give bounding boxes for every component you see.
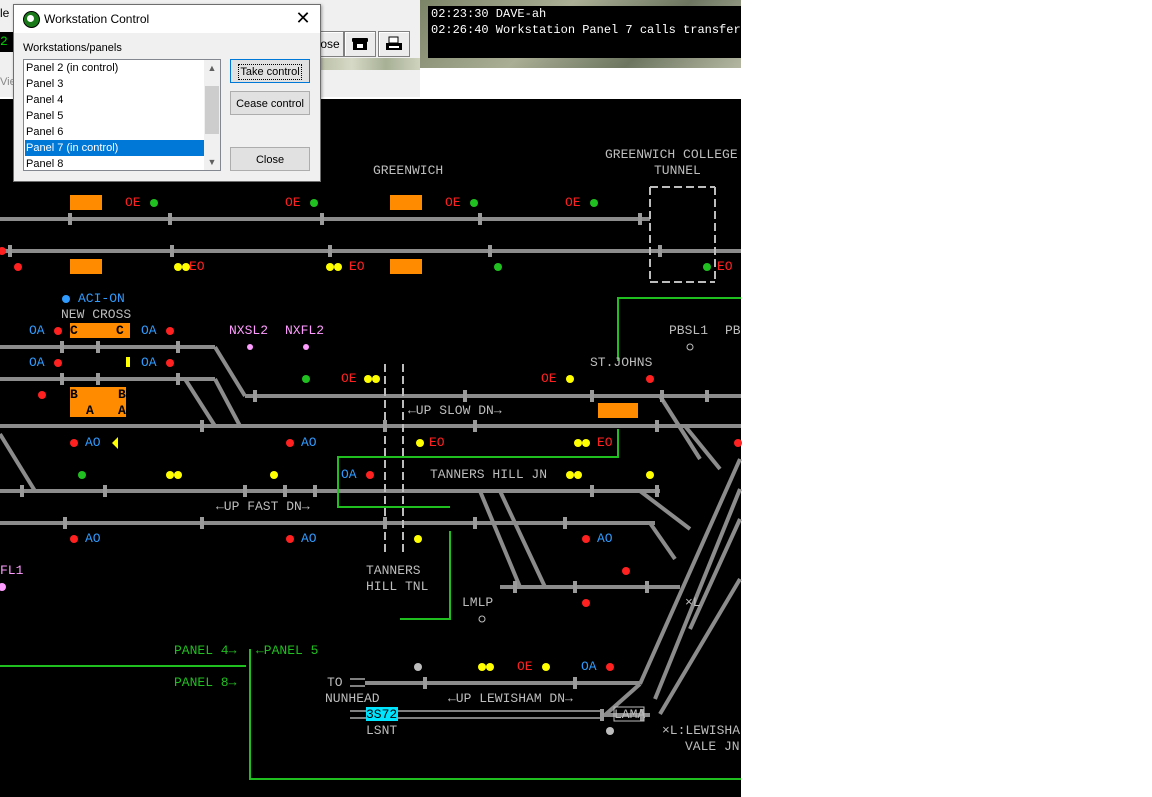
line-label-up-slow: ←UP SLOW DN→ — [408, 403, 502, 418]
signal-tag-oa[interactable]: OA — [141, 323, 157, 338]
route-label-nxfl2[interactable]: NXFL2 — [285, 323, 325, 338]
block-letter: B — [118, 387, 126, 402]
block-letter: C — [116, 323, 124, 338]
signal-tag-ao[interactable]: AO — [301, 435, 317, 450]
workstation-control-dialog: Workstation Control ✕ Workstations/panel… — [13, 4, 321, 182]
signal-tag-oe[interactable]: OE — [541, 371, 557, 386]
toolbar: ose — [316, 30, 416, 58]
close-button[interactable]: Close — [230, 147, 310, 171]
signal-tag-eo[interactable]: EO — [429, 435, 445, 450]
take-control-label: Take control — [238, 64, 302, 80]
junction-label-vale-jn: VALE JN — [685, 739, 740, 754]
printer-icon — [386, 36, 402, 50]
berth-label-lsnt: LSNT — [366, 723, 398, 738]
berth-label-lama: LAMA — [614, 707, 646, 722]
signal-tag-eo[interactable]: EO — [189, 259, 205, 274]
signal-tag-oe[interactable]: OE — [125, 195, 141, 210]
route-label-pbsl1[interactable]: PBSL1 — [669, 323, 709, 338]
dialog-title: Workstation Control — [44, 12, 150, 26]
block-letter: B — [70, 387, 78, 402]
line-label-up-fast: ←UP FAST DN→ — [216, 499, 310, 514]
signal-tag-oe[interactable]: OE — [517, 659, 533, 674]
tunnel-label-tanners: TANNERS — [366, 563, 421, 578]
signal-tag-eo[interactable]: EO — [597, 435, 613, 450]
station-label-nunhead: NUNHEAD — [325, 691, 380, 706]
route-label-nxsl2[interactable]: NXSL2 — [229, 323, 269, 338]
signal-tag-oa[interactable]: OA — [29, 323, 45, 338]
list-item[interactable]: Panel 2 (in control) — [26, 62, 119, 74]
signal-tag-ao[interactable]: AO — [85, 531, 101, 546]
aci-on-label: ACI-ON — [78, 291, 125, 306]
take-control-button[interactable]: Take control — [230, 59, 310, 83]
list-item[interactable]: Panel 3 — [26, 78, 64, 90]
block-letter: A — [118, 403, 126, 418]
route-label-pb[interactable]: PB — [725, 323, 741, 338]
scroll-thumb[interactable] — [205, 86, 219, 134]
list-item[interactable]: Panel 6 — [26, 126, 64, 138]
signal-tag-oe[interactable]: OE — [341, 371, 357, 386]
close-icon[interactable]: ✕ — [295, 8, 311, 28]
panel-listbox[interactable]: Panel 2 (in control) Panel 3 Panel 4 Pan… — [23, 59, 221, 171]
track-diagram — [0, 186, 742, 780]
scroll-down-icon[interactable]: ▼ — [207, 157, 217, 167]
panel-link-4[interactable]: PANEL 4→ — [174, 643, 237, 658]
scroll-up-icon[interactable]: ▲ — [207, 63, 217, 73]
message-log: 02:23:30 DAVE-ah 02:26:40 Workstation Pa… — [428, 6, 756, 58]
signal-tag-oa[interactable]: OA — [341, 467, 357, 482]
app-icon — [23, 11, 40, 28]
signal-tag-eo[interactable]: EO — [349, 259, 365, 274]
block-letter: A — [86, 403, 94, 418]
list-item[interactable]: Panel 4 — [26, 94, 64, 106]
background-texture — [318, 58, 420, 70]
signal-tag-oa[interactable]: OA — [581, 659, 597, 674]
signal-tag-oa[interactable]: OA — [29, 355, 45, 370]
status-prefix: 2 — [0, 32, 14, 52]
route-label-fl1[interactable]: FL1 — [0, 563, 24, 578]
crossover-label-xl: ×L — [685, 595, 701, 610]
route-label-lmlp[interactable]: LMLP — [462, 595, 494, 610]
tunnel-label-hill-tnl: HILL TNL — [366, 579, 429, 594]
workstations-label: Workstations/panels — [23, 42, 122, 54]
printer-button[interactable] — [378, 31, 410, 57]
panel-link-5[interactable]: ←PANEL 5 — [256, 643, 319, 658]
panel-link-8[interactable]: PANEL 8→ — [174, 675, 237, 690]
signal-tag-ao[interactable]: AO — [301, 531, 317, 546]
dialog-titlebar[interactable]: Workstation Control ✕ — [14, 5, 320, 33]
phone-button[interactable] — [344, 31, 376, 57]
station-label-greenwich: GREENWICH — [373, 163, 444, 178]
signal-tag-ao[interactable]: AO — [85, 435, 101, 450]
status-fragment: Vie — [0, 76, 16, 88]
signal-tag-eo[interactable]: EO — [717, 259, 733, 274]
list-item[interactable]: Panel 8 — [26, 158, 64, 170]
junction-label-tanners-hill: TANNERS HILL JN — [430, 467, 548, 482]
signal-tag-oa[interactable]: OA — [141, 355, 157, 370]
menu-fragment[interactable]: le — [0, 6, 10, 20]
list-item[interactable]: Panel 5 — [26, 110, 64, 122]
phone-icon — [352, 38, 368, 50]
log-line: 02:23:30 DAVE-ah — [431, 7, 547, 21]
station-label-new-cross: NEW CROSS — [61, 307, 132, 322]
line-label-up-lewisham: ←UP LEWISHAM DN→ — [448, 691, 573, 706]
to-label: TO — [327, 675, 343, 690]
log-line: 02:26:40 Workstation Panel 7 calls trans… — [431, 23, 756, 37]
list-item-selected[interactable]: Panel 7 (in control) — [25, 140, 205, 156]
junction-label-lewisham: ×L:LEWISHA — [662, 723, 741, 738]
signal-tag-oe[interactable]: OE — [565, 195, 581, 210]
signal-tag-ao[interactable]: AO — [597, 531, 613, 546]
block-letter: C — [70, 323, 78, 338]
signal-tag-oe[interactable]: OE — [285, 195, 301, 210]
tunnel-label: TUNNEL — [654, 163, 701, 178]
train-describer-3s72[interactable]: 3S72 — [366, 707, 398, 722]
station-label-greenwich-college: GREENWICH COLLEGE — [605, 147, 738, 162]
signal-tag-oe[interactable]: OE — [445, 195, 461, 210]
cease-control-button[interactable]: Cease control — [230, 91, 310, 115]
signalling-panel: GREENWICH GREENWICH COLLEGE TUNNEL ACI-O… — [0, 99, 742, 797]
listbox-scrollbar[interactable]: ▲ ▼ — [204, 60, 220, 170]
station-label-st-johns: ST.JOHNS — [590, 355, 653, 370]
